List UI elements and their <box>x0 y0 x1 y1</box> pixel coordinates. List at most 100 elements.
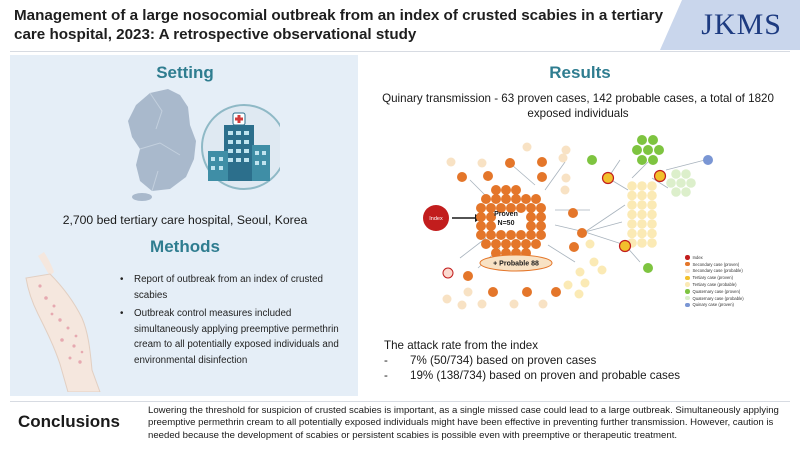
legend-item: Secondary case (proven) <box>685 261 795 268</box>
journal-logo-band <box>660 0 800 50</box>
legend-item: Tertiary case (probable) <box>685 281 795 288</box>
legend-label: Tertiary case (probable) <box>692 282 737 288</box>
legend-label: Secondary case (probable) <box>692 268 743 274</box>
index-node <box>423 205 449 231</box>
conclusions-divider <box>10 401 790 402</box>
proven-case-dot <box>506 230 516 240</box>
legend-swatch <box>685 295 690 301</box>
legend-swatch <box>685 282 690 287</box>
proven-case-dot <box>526 230 536 240</box>
proven-case-dot <box>516 203 526 213</box>
legend-swatch <box>685 275 690 281</box>
tertiary-probable-dot <box>637 219 647 229</box>
proven-case-dot <box>516 230 526 240</box>
journal-logo: JKMS <box>701 8 782 41</box>
proven-case-dot <box>476 221 486 231</box>
tertiary-probable-dot <box>627 181 637 191</box>
conclusions-heading: Conclusions <box>18 412 121 431</box>
methods-bullet: Report of outbreak from an index of crus… <box>118 272 343 303</box>
legend-item: Tertiary case (proven) <box>685 274 795 281</box>
tertiary-probable-dot <box>637 181 647 191</box>
proven-case-dot <box>511 185 521 195</box>
page-title: Management of a large nosocomial outbrea… <box>14 7 664 43</box>
tertiary-probable-dot <box>627 190 637 201</box>
outer-case-nodes <box>442 142 713 310</box>
proven-case-dot <box>491 185 501 195</box>
probable-oval <box>479 254 553 272</box>
quaternary-probable-dot <box>681 187 691 197</box>
methods-bullet: Outbreak control measures included simul… <box>118 306 343 368</box>
quaternary-probable-cluster <box>666 169 696 197</box>
proven-case-dot <box>536 212 546 222</box>
tertiary-probable-dot <box>637 200 647 210</box>
legend-swatch <box>685 255 690 260</box>
proven-case-dot <box>476 230 486 240</box>
proven-case-dot <box>526 203 536 213</box>
tertiary-probable-dot <box>647 228 657 239</box>
proven-count: N=50 <box>498 220 515 227</box>
proven-case-dot <box>496 230 506 240</box>
attack-rate-text: 19% (138/734) based on proven and probab… <box>410 369 681 382</box>
legend-label: Tertiary case (proven) <box>692 275 734 281</box>
quaternary-probable-dot <box>671 187 681 197</box>
proven-case-dot <box>476 203 486 213</box>
methods-bullet-list: Report of outbreak from an index of crus… <box>118 272 343 371</box>
legend-label: Quaternary case (proven) <box>692 288 741 294</box>
tertiary-probable-dot <box>637 238 647 248</box>
legend-label: Quaternary case (probable) <box>692 295 744 301</box>
tertiary-probable-dot <box>647 238 657 248</box>
tertiary-probable-dot <box>627 228 637 239</box>
legend-label: Secondary case (proven) <box>692 261 740 267</box>
korea-map-icon <box>128 89 196 201</box>
tertiary-probable-dot <box>627 209 637 220</box>
proven-case-dot <box>486 203 496 213</box>
proven-case-dot <box>496 203 506 213</box>
tertiary-probable-dot <box>627 200 637 210</box>
proven-case-dot <box>526 221 536 231</box>
tertiary-probable-dot <box>647 181 657 191</box>
legend-item: Quaternary case (probable) <box>685 295 795 302</box>
conclusions-text: Lowering the threshold for suspicion of … <box>148 405 779 441</box>
legend-item: Secondary case (probable) <box>685 268 795 275</box>
dash-marker: - <box>384 354 388 367</box>
proven-case-dot <box>521 194 531 204</box>
legend-label: Index <box>692 254 703 260</box>
proven-case-dot <box>501 185 511 195</box>
proven-case-dot <box>481 194 491 204</box>
tertiary-probable-dot <box>627 219 637 229</box>
probable-label: + Probable 88 <box>493 261 539 268</box>
proven-case-cluster <box>476 185 546 258</box>
proven-case-dot <box>521 239 531 249</box>
header-divider <box>10 51 790 52</box>
korea-map-hospital-illustration <box>128 89 280 201</box>
case-legend: Index Secondary case (proven) Secondary … <box>685 254 795 308</box>
proven-case-dot <box>481 239 491 249</box>
proven-case-dot <box>486 221 496 231</box>
quaternary-probable-dot <box>686 178 696 188</box>
proven-case-dot <box>506 203 516 213</box>
proven-case-dot <box>531 239 541 249</box>
methods-heading: Methods <box>150 237 220 256</box>
quaternary-probable-dot <box>671 169 681 179</box>
results-heading: Results <box>549 63 611 82</box>
proven-case-dot <box>486 212 496 222</box>
legend-swatch <box>685 268 690 274</box>
proven-case-dot <box>511 239 521 249</box>
proven-label: Proven <box>494 211 518 218</box>
tertiary-probable-dot <box>647 200 657 210</box>
proven-case-dot <box>531 194 541 204</box>
proven-case-dot <box>536 230 546 240</box>
legend-swatch <box>685 289 690 294</box>
tertiary-probable-dot <box>647 219 657 229</box>
arm-rash-illustration <box>25 252 101 392</box>
tertiary-probable-dot <box>637 190 647 201</box>
legend-item: Quinary case (proven) <box>685 302 795 309</box>
proven-case-dot <box>501 194 511 204</box>
attack-rate-title: The attack rate from the index <box>384 339 539 352</box>
results-subtitle: Quinary transmission - 63 proven cases, … <box>382 92 774 120</box>
proven-case-dot <box>501 239 511 249</box>
attack-rate-item: -19% (138/734) based on proven and proba… <box>384 369 680 382</box>
proven-case-dot <box>491 239 501 249</box>
quaternary-probable-dot <box>681 169 691 179</box>
